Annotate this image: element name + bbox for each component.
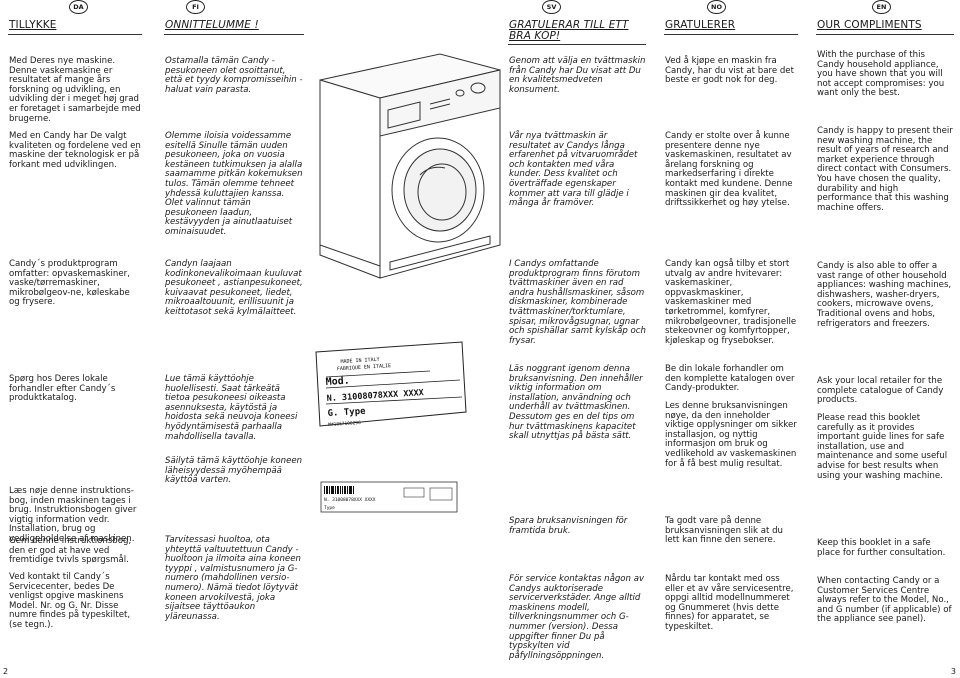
no-read-instructions: Les denne bruksanvisningen nøye, da den … [665, 401, 797, 469]
page-number-right: 3 [950, 667, 956, 676]
da-product-range: Candy´s produktprogram omfatter: opvaske… [9, 259, 130, 308]
washing-machine-illustration [319, 53, 501, 279]
language-badge-sv: SV [542, 0, 561, 14]
fi-intro: Ostamalla tämän Candy - pesukoneen olet … [165, 56, 303, 95]
language-badge-fi: FI [186, 0, 205, 14]
type-plate-small-illustration: N. 31008078XXX XXXX Type [320, 481, 458, 513]
en-intro: With the purchase of this Candy househol… [817, 50, 945, 99]
sv-service-contact: För service kontaktas någon av Candys au… [509, 574, 645, 661]
no-product-range: Candy kan også tilby et stort utvalg av … [665, 259, 797, 346]
da-intro: Med Deres nye maskine. Denne vaskemaskin… [9, 56, 141, 124]
title-rule-en [816, 34, 954, 35]
title-no: GRATULERER [665, 19, 736, 31]
plate-mod: Mod. [325, 376, 350, 388]
plate-fabrique: FABRIQUE EN ITALIE [337, 363, 391, 372]
en-product-range: Candy is also able to offer a vast range… [817, 261, 952, 329]
no-service-contact: Nårdu tar kontakt med oss eller et av vå… [665, 574, 794, 632]
no-catalog: Be din lokale forhandler om den komplett… [665, 364, 795, 394]
no-quality: Candy er stolte over å kunne presentere … [665, 131, 793, 209]
small-plate-serial: N. 31008078XXX XXXX [324, 497, 376, 503]
fi-product-range: Candyn laajaan kodinkonevalikoimaan kuul… [165, 259, 303, 317]
title-rule-fi [164, 34, 304, 35]
en-keep-booklet: Keep this booklet in a safe place for fu… [817, 538, 946, 558]
da-catalog: Spørg hos Deres lokale forhandler efter … [9, 374, 116, 404]
small-plate-type: Type [324, 505, 335, 511]
title-en: OUR COMPLIMENTS [817, 19, 922, 31]
page-number-left: 2 [3, 667, 9, 676]
da-quality: Med en Candy har De valgt kvaliteten og … [9, 131, 141, 170]
sv-keep-booklet: Spara bruksanvisningen för framtida bruk… [509, 516, 628, 536]
title-da: TILLYKKE [9, 19, 57, 31]
plate-barcode-code: M#1067100296 [328, 420, 361, 428]
language-badge-no: NO [707, 0, 726, 14]
rating-plate-illustration: MADE IN ITALY FABRIQUE EN ITALIE Mod. N.… [315, 341, 467, 428]
da-read-instructions: Læs nøje denne instruktions-bog, inden m… [9, 486, 137, 544]
en-service-contact: When contacting Candy or a Customer Serv… [817, 576, 952, 625]
no-keep-booklet: Ta godt vare på denne bruksanvisningen s… [665, 516, 783, 546]
title-fi: ONNITTELUMME ! [165, 19, 259, 31]
title-rule-da [8, 34, 142, 35]
fi-keep-booklet: Säilytä tämä käyttöohje koneen läheisyyd… [165, 456, 303, 486]
da-keep-booklet: Gem denne instruktionsbog, den er god at… [9, 536, 132, 566]
fi-read-instructions: Lue tämä käyttöohje huolellisesti. Saat … [165, 374, 298, 442]
plate-g-type: G. Type [327, 407, 366, 419]
title-rule-no [664, 34, 798, 35]
en-read-instructions: Please read this booklet carefully as it… [817, 413, 948, 481]
language-badge-da: DA [69, 0, 88, 14]
language-badge-en: EN [872, 0, 891, 14]
en-quality: Candy is happy to present their new wash… [817, 126, 953, 213]
sv-intro: Genom att välja en tvättmaskin från Cand… [509, 56, 646, 95]
fi-service-contact: Tarvitessasi huoltoa, ota yhteyttä valtu… [165, 535, 301, 622]
sv-product-range: I Candys omfattande produktprogram finns… [509, 259, 646, 346]
title-rule-sv [508, 44, 646, 45]
sv-quality: Vår nya tvättmaskin är resultatet av Can… [509, 131, 638, 209]
title-sv: GRATULERAR TILL ETT BRA KÖP! [509, 19, 629, 42]
no-intro: Ved å kjøpe en maskin fra Candy, har du … [665, 56, 794, 86]
da-service-contact: Ved kontakt til Candy´s Servicecenter, b… [9, 572, 131, 630]
fi-quality: Olemme iloisia voidessamme esitellä Sinu… [165, 131, 303, 237]
sv-read-instructions: Läs noggrant igenom denna bruksanvisning… [509, 364, 643, 442]
plate-made-in: MADE IN ITALY [340, 357, 379, 365]
en-catalog: Ask your local retailer for the complete… [817, 376, 944, 406]
